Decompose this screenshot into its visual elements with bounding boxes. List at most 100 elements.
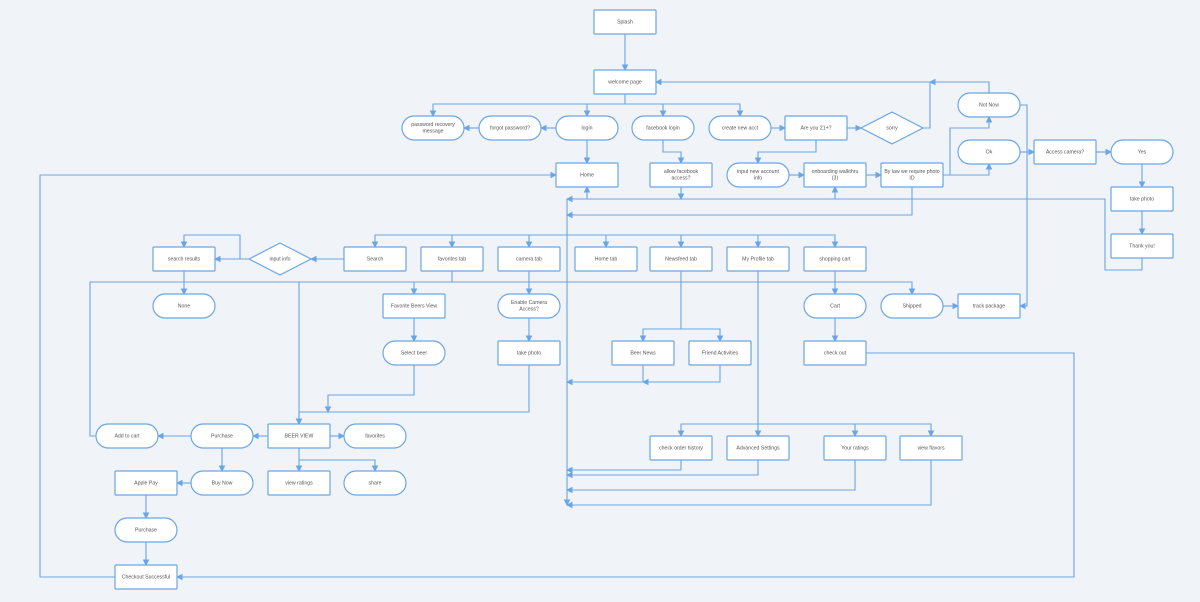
- node-takephoto2[interactable]: take photo: [1110, 186, 1174, 212]
- node-searchres[interactable]: search results: [152, 246, 216, 272]
- node-cart[interactable]: Cart: [803, 293, 867, 319]
- rect-shape: [899, 435, 963, 461]
- node-fblogin[interactable]: facebook login: [631, 115, 695, 141]
- pill-shape: [190, 470, 254, 496]
- diamond-shape: [247, 242, 313, 276]
- connector-arrow: [943, 115, 993, 176]
- node-favorites[interactable]: favorites: [343, 423, 407, 449]
- node-splash[interactable]: Splash: [593, 9, 657, 35]
- rect-shape: [343, 246, 407, 272]
- node-accesscam[interactable]: Access camera?: [1033, 139, 1097, 165]
- node-label: ID: [909, 176, 914, 182]
- node-applepay[interactable]: Apple Pay: [114, 470, 178, 496]
- node-notnow[interactable]: Not Now: [957, 92, 1021, 118]
- node-label: Home: [580, 172, 594, 178]
- node-label: search results: [168, 256, 201, 262]
- node-addcart[interactable]: Add to cart: [95, 423, 159, 449]
- node-create[interactable]: create new acct: [708, 115, 772, 141]
- nodes: Splash welcome page password recoverymessa…: [95, 9, 1174, 590]
- node-label: Yes: [1138, 149, 1147, 155]
- node-label: check order history: [659, 445, 703, 451]
- rect-shape: [555, 162, 619, 188]
- node-label: BEER VIEW: [285, 433, 314, 439]
- node-checkout[interactable]: check out: [803, 340, 867, 366]
- diamond-shape: [859, 111, 925, 145]
- node-sorry[interactable]: sorry: [859, 111, 925, 145]
- node-takephoto[interactable]: take photo: [497, 340, 561, 366]
- node-viewfav[interactable]: view flavors: [899, 435, 963, 461]
- pill-shape: [708, 115, 772, 141]
- node-welcome[interactable]: welcome page: [593, 69, 657, 95]
- node-search[interactable]: Search: [343, 246, 407, 272]
- node-label: forgot password?: [490, 125, 530, 131]
- node-purchase2[interactable]: Purchase: [114, 517, 178, 543]
- node-purchase[interactable]: Purchase: [190, 423, 254, 449]
- node-ratings[interactable]: Your ratings: [823, 435, 887, 461]
- node-label: track package: [973, 303, 1005, 309]
- rect-shape: [649, 162, 713, 188]
- node-newsfeed[interactable]: Newsfeed tab: [649, 246, 713, 272]
- node-label: Thank you!: [1129, 243, 1155, 249]
- node-checkoutok[interactable]: Checkout Successful: [114, 564, 178, 590]
- node-track[interactable]: track package: [957, 293, 1021, 319]
- connector-arrow: [175, 352, 1075, 581]
- node-orderhist[interactable]: check order history: [649, 435, 713, 461]
- node-label: Add to cart: [114, 433, 140, 439]
- connector-arrow: [299, 459, 379, 473]
- node-camtab[interactable]: camera tab: [497, 246, 561, 272]
- node-label: Cart: [830, 303, 840, 309]
- node-shipped[interactable]: Shipped: [880, 293, 944, 319]
- node-label: Apple Pay: [134, 480, 158, 486]
- node-share[interactable]: share: [343, 470, 407, 496]
- rect-shape: [649, 435, 713, 461]
- node-friend[interactable]: Friend Activities: [688, 340, 752, 366]
- node-none[interactable]: None: [152, 293, 216, 319]
- pill-shape: [382, 340, 446, 366]
- node-shopcart[interactable]: shopping cart: [803, 246, 867, 272]
- rect-shape: [784, 115, 848, 141]
- node-label: input info: [269, 256, 290, 262]
- node-label: Access camera?: [1046, 149, 1084, 155]
- connector-arrow: [565, 195, 1143, 271]
- rect-shape: [497, 246, 561, 272]
- node-yes[interactable]: Yes: [1110, 139, 1174, 165]
- node-forgot[interactable]: forgot password?: [478, 115, 542, 141]
- rect-shape: [803, 246, 867, 272]
- rect-shape: [880, 162, 944, 188]
- node-favtab[interactable]: favorites tab: [420, 246, 484, 272]
- node-login[interactable]: login: [555, 115, 619, 141]
- connector-arrow: [663, 103, 744, 118]
- node-viewratings[interactable]: view ratings: [267, 470, 331, 496]
- node-advset[interactable]: Advanced Settings: [726, 435, 790, 461]
- node-profile[interactable]: My Profile tab: [726, 246, 790, 272]
- node-beerview[interactable]: BEER VIEW: [267, 423, 331, 449]
- node-home[interactable]: Home: [555, 162, 619, 188]
- node-label: info: [754, 176, 762, 182]
- node-inputinfo[interactable]: input info: [247, 242, 313, 276]
- node-onboard[interactable]: onboarding walkthru(3): [803, 162, 867, 188]
- node-label: view flavors: [917, 445, 945, 451]
- connector-arrow: [180, 234, 241, 259]
- node-beernews[interactable]: Beer News: [611, 340, 675, 366]
- rect-shape: [611, 340, 675, 366]
- rect-shape: [1110, 233, 1174, 259]
- node-thankyou[interactable]: Thank you!: [1110, 233, 1174, 259]
- rect-shape: [593, 69, 657, 95]
- node-label: Favorite Beers View: [391, 303, 438, 309]
- node-buynow[interactable]: Buy Now: [190, 470, 254, 496]
- connector-arrow: [928, 78, 990, 93]
- node-label: Are you 21+?: [800, 125, 831, 131]
- node-hometab[interactable]: Home tab: [574, 246, 638, 272]
- node-label: Advanced Settings: [736, 445, 780, 451]
- node-favbeer[interactable]: Favorite Beers View: [382, 293, 446, 319]
- node-ok[interactable]: Ok: [957, 139, 1021, 165]
- node-label: Purchase: [135, 527, 157, 533]
- node-selectbeer[interactable]: Select beer: [382, 340, 446, 366]
- rect-shape: [957, 293, 1021, 319]
- node-age21[interactable]: Are you 21+?: [784, 115, 848, 141]
